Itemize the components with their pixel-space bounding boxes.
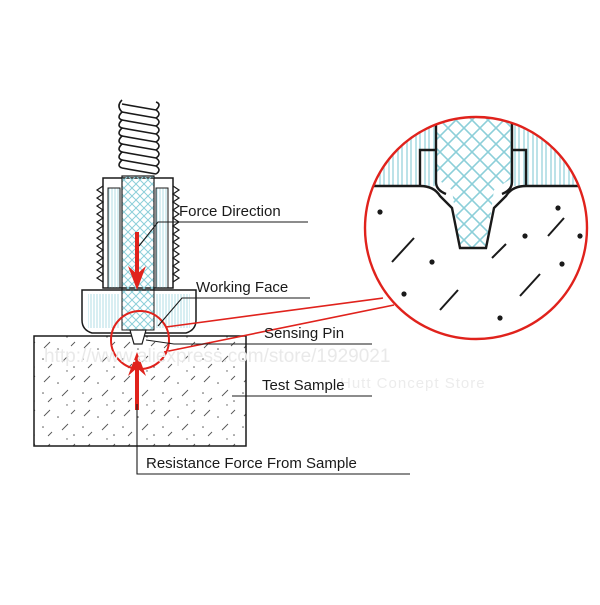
label-force-direction: Force Direction <box>179 203 281 220</box>
watermark-store: Hutt Concept Store <box>340 375 486 392</box>
label-resistance-force: Resistance Force From Sample <box>146 455 357 472</box>
leader-lines <box>136 221 410 475</box>
label-test-sample: Test Sample <box>262 377 345 394</box>
label-sensing-pin: Sensing Pin <box>264 325 344 342</box>
watermark-url: http://www.aliexpress.com/store/1929021 <box>44 346 390 367</box>
spring <box>118 99 160 175</box>
magnified-view <box>363 115 589 341</box>
label-working-face: Working Face <box>196 279 288 296</box>
resistance-force-arrow <box>128 352 146 410</box>
test-sample-block <box>33 335 247 447</box>
watermark: http://www.aliexpress.com/store/1929021 … <box>44 346 486 392</box>
force-direction-arrow <box>128 232 146 290</box>
